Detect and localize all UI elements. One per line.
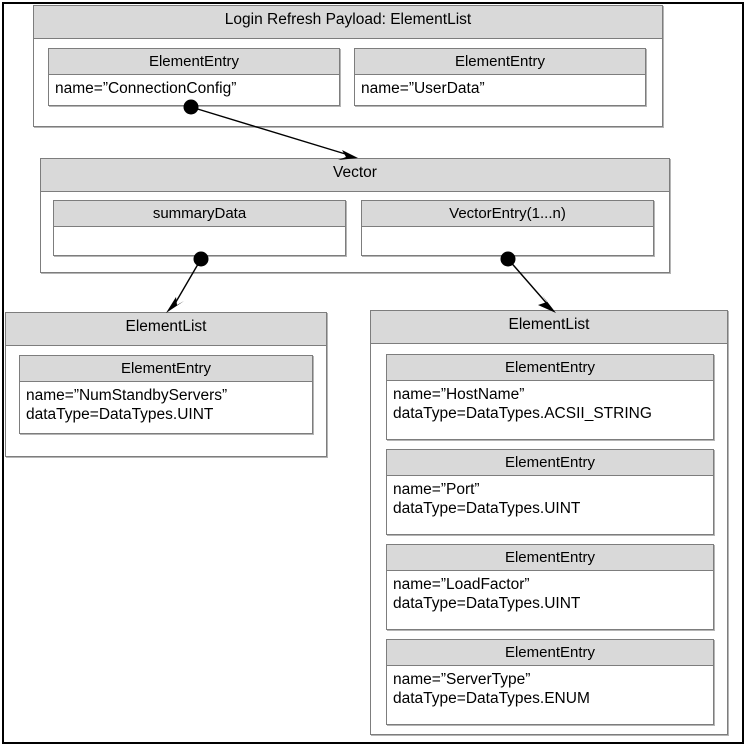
entry-title-host-name: ElementEntry <box>387 355 713 381</box>
entry-attrs-server-type: name=”ServerType” dataType=DataTypes.ENU… <box>387 666 713 711</box>
attr-line: dataType=DataTypes.ACSII_STRING <box>393 405 652 422</box>
entry-title-user-data: ElementEntry <box>355 49 645 75</box>
node-body-login-refresh-payload: ElementEntry name=”ConnectionConfig” Ele… <box>34 39 662 126</box>
entry-attrs-summary-data <box>54 227 345 255</box>
attr-line: dataType=DataTypes.UINT <box>393 595 581 612</box>
entry-connection-config[interactable]: ElementEntry name=”ConnectionConfig” <box>48 48 340 106</box>
entry-num-standby-servers[interactable]: ElementEntry name=”NumStandbyServers” da… <box>19 355 313 434</box>
attr-line: dataType=DataTypes.UINT <box>26 406 214 423</box>
entry-attrs-load-factor: name=”LoadFactor” dataType=DataTypes.UIN… <box>387 571 713 616</box>
attr-line: name=”Port” <box>393 481 480 498</box>
entry-attrs-port: name=”Port” dataType=DataTypes.UINT <box>387 476 713 521</box>
entry-title-summary-data: summaryData <box>54 201 345 227</box>
entry-load-factor[interactable]: ElementEntry name=”LoadFactor” dataType=… <box>386 544 714 630</box>
attr-line: name=”NumStandbyServers” <box>26 387 228 404</box>
entry-title-vector-entry: VectorEntry(1...n) <box>362 201 653 227</box>
entry-server-type[interactable]: ElementEntry name=”ServerType” dataType=… <box>386 639 714 725</box>
entry-title-server-type: ElementEntry <box>387 640 713 666</box>
node-body-element-list-summary: ElementEntry name=”NumStandbyServers” da… <box>6 346 326 456</box>
entry-title-load-factor: ElementEntry <box>387 545 713 571</box>
attr-line: name=”ServerType” <box>393 671 531 688</box>
entry-attrs-vector-entry <box>362 227 653 255</box>
entry-attrs-connection-config: name=”ConnectionConfig” <box>49 75 339 101</box>
attr-line: name=”UserData” <box>361 80 485 97</box>
attr-line: name=”ConnectionConfig” <box>55 80 237 97</box>
node-body-element-list-vector-entry: ElementEntry name=”HostName” dataType=Da… <box>371 344 727 734</box>
attr-line: name=”LoadFactor” <box>393 576 530 593</box>
entry-attrs-host-name: name=”HostName” dataType=DataTypes.ACSII… <box>387 381 713 426</box>
node-title-login-refresh-payload: Login Refresh Payload: ElementList <box>34 6 662 39</box>
entry-attrs-num-standby-servers: name=”NumStandbyServers” dataType=DataTy… <box>20 382 312 427</box>
attr-line: name=”HostName” <box>393 386 525 403</box>
entry-title-num-standby-servers: ElementEntry <box>20 356 312 382</box>
attr-line: dataType=DataTypes.ENUM <box>393 690 590 707</box>
entry-port[interactable]: ElementEntry name=”Port” dataType=DataTy… <box>386 449 714 535</box>
entry-vector-entry[interactable]: VectorEntry(1...n) <box>361 200 654 256</box>
entry-summary-data[interactable]: summaryData <box>53 200 346 256</box>
node-vector[interactable]: Vector summaryData VectorEntry(1...n) <box>40 158 670 273</box>
node-title-element-list-summary: ElementList <box>6 313 326 346</box>
node-element-list-summary[interactable]: ElementList ElementEntry name=”NumStandb… <box>5 312 327 457</box>
entry-host-name[interactable]: ElementEntry name=”HostName” dataType=Da… <box>386 354 714 440</box>
entry-title-connection-config: ElementEntry <box>49 49 339 75</box>
node-body-vector: summaryData VectorEntry(1...n) <box>41 192 669 272</box>
node-title-vector: Vector <box>41 159 669 192</box>
entry-title-port: ElementEntry <box>387 450 713 476</box>
node-element-list-vector-entry[interactable]: ElementList ElementEntry name=”HostName”… <box>370 310 728 735</box>
node-login-refresh-payload[interactable]: Login Refresh Payload: ElementList Eleme… <box>33 5 663 127</box>
entry-user-data[interactable]: ElementEntry name=”UserData” <box>354 48 646 106</box>
node-title-element-list-vector-entry: ElementList <box>371 311 727 344</box>
attr-line: dataType=DataTypes.UINT <box>393 500 581 517</box>
entry-attrs-user-data: name=”UserData” <box>355 75 645 101</box>
